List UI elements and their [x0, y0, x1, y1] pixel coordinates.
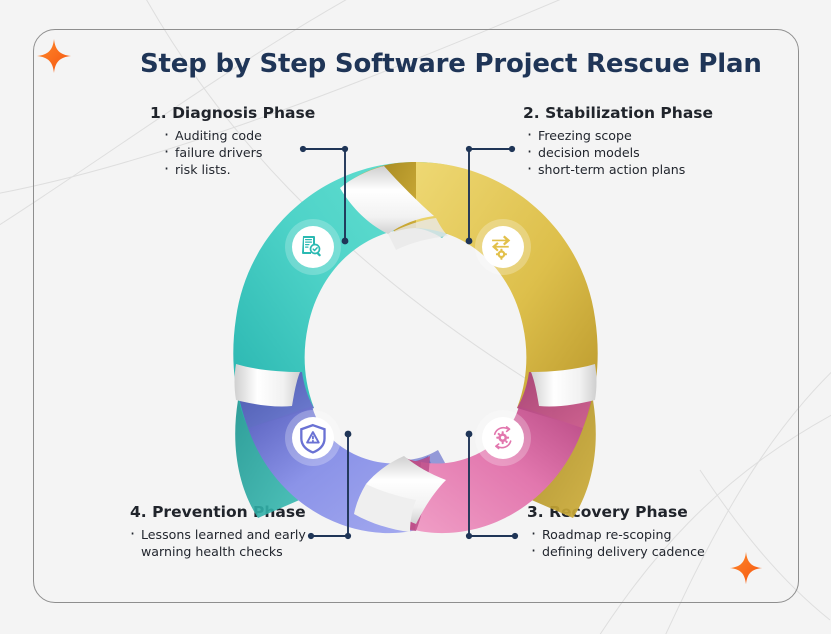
phase-icon-prevention[interactable]: [285, 410, 341, 466]
ribbon-twist-right: [531, 364, 597, 407]
list-item: Lessons learned and early warning health…: [128, 525, 318, 560]
list-item: Roadmap re-scoping: [529, 525, 705, 543]
list-item: Auditing code: [162, 126, 315, 144]
list-item: failure drivers: [162, 143, 315, 161]
cycle-diagram: [233, 162, 598, 534]
phase-block-diagnosis: 1. Diagnosis Phase Auditing code failure…: [150, 104, 315, 178]
phase-icon-recovery[interactable]: [475, 410, 531, 466]
phase-item-list: Freezing scope decision models short-ter…: [523, 126, 713, 178]
arrows-gear-icon: [491, 235, 511, 260]
phase-item-list: Lessons learned and early warning health…: [128, 525, 318, 560]
list-item: short-term action plans: [525, 160, 713, 178]
refresh-gear-icon: [493, 426, 512, 450]
list-item: Freezing scope: [525, 126, 713, 144]
phase-block-recovery: 3. Recovery Phase Roadmap re-scoping def…: [527, 503, 705, 560]
ribbon-twist-bottom: [354, 456, 446, 532]
list-item: defining delivery cadence: [529, 542, 705, 560]
list-item: risk lists.: [162, 160, 315, 178]
page-title: Step by Step Software Project Rescue Pla…: [140, 49, 762, 79]
ribbon-twist-top: [340, 166, 448, 250]
phase-icon-diagnosis[interactable]: [285, 219, 341, 275]
phase-heading: 2. Stabilization Phase: [523, 104, 714, 122]
phase-icon-stabilization[interactable]: [475, 219, 531, 275]
list-item: decision models: [525, 143, 713, 161]
card-frame: [33, 29, 799, 603]
shield-warning-icon: [300, 423, 326, 454]
phase-item-list: Roadmap re-scoping defining delivery cad…: [527, 525, 705, 560]
ribbon-twist-left: [234, 364, 300, 407]
phase-block-stabilization: 2. Stabilization Phase Freezing scope de…: [523, 104, 713, 178]
phase-item-list: Auditing code failure drivers risk lists…: [150, 126, 315, 178]
document-search-icon: [302, 236, 321, 257]
phase-heading: 1. Diagnosis Phase: [150, 104, 316, 122]
